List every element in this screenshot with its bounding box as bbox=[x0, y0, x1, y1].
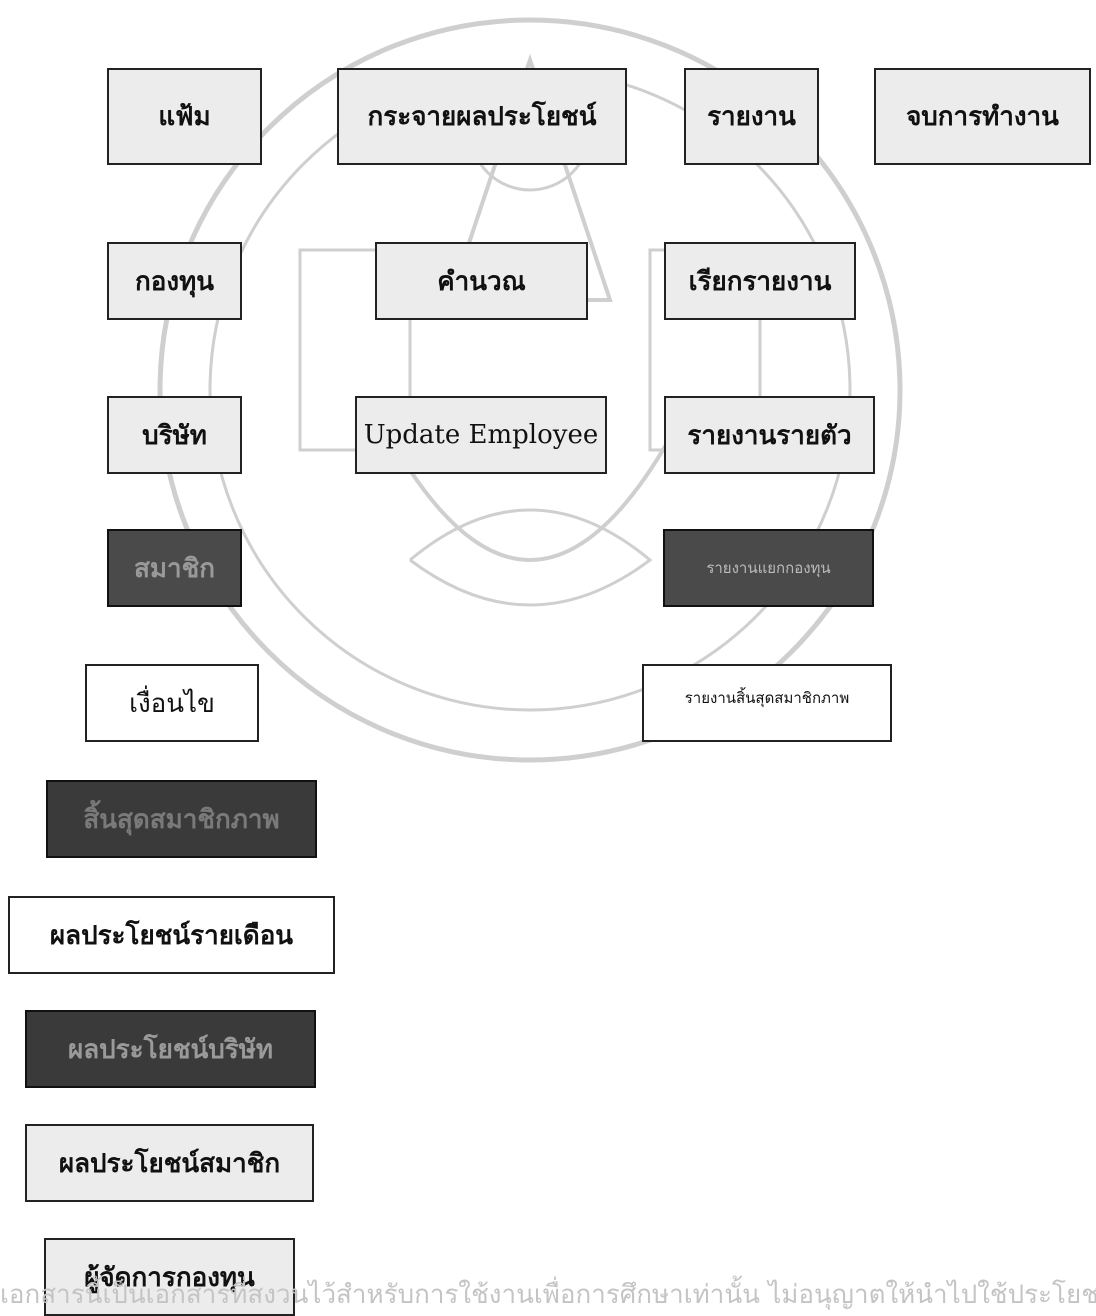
item-fund-split-report[interactable]: รายงานแยกกองทุน bbox=[663, 529, 874, 607]
watermark-footer-text: เอกสารนี้เป็นเอกสารที่สงวนไว้สำหรับการใช… bbox=[0, 1280, 1096, 1310]
item-end-membership-report[interactable]: รายงานสิ้นสุดสมาชิกภาพ bbox=[642, 664, 892, 742]
item-monthly-benefit[interactable]: ผลประโยชน์รายเดือน bbox=[8, 896, 335, 974]
menu-distribute-benefit[interactable]: กระจายผลประโยชน์ bbox=[337, 68, 627, 165]
item-individual-report[interactable]: รายงานรายตัว bbox=[664, 396, 875, 474]
item-fund[interactable]: กองทุน bbox=[107, 242, 242, 320]
menu-exit[interactable]: จบการทำงาน bbox=[874, 68, 1091, 165]
item-member[interactable]: สมาชิก bbox=[107, 529, 242, 607]
item-company-benefit[interactable]: ผลประโยชน์บริษัท bbox=[25, 1010, 316, 1088]
menu-report[interactable]: รายงาน bbox=[684, 68, 819, 165]
item-calculate[interactable]: คำนวณ bbox=[375, 242, 588, 320]
item-end-membership[interactable]: สิ้นสุดสมาชิกภาพ bbox=[46, 780, 317, 858]
item-condition[interactable]: เงื่อนไข bbox=[85, 664, 259, 742]
item-company[interactable]: บริษัท bbox=[107, 396, 242, 474]
item-call-report[interactable]: เรียกรายงาน bbox=[664, 242, 856, 320]
item-member-benefit[interactable]: ผลประโยชน์สมาชิก bbox=[25, 1124, 314, 1202]
item-update-employee[interactable]: Update Employee bbox=[355, 396, 607, 474]
menu-file[interactable]: แฟ้ม bbox=[107, 68, 262, 165]
